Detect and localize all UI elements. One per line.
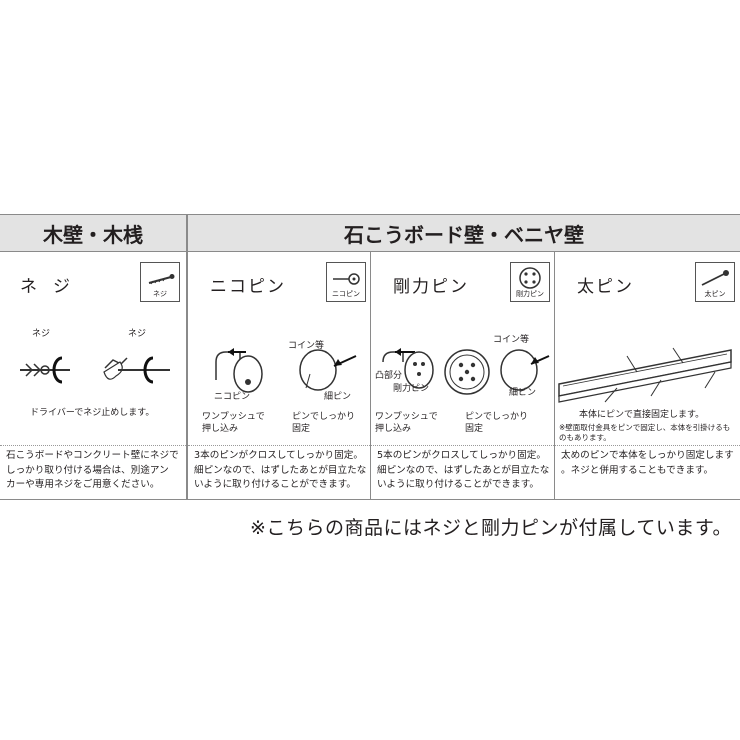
desc-line: 5本のピンがクロスしてしっかり固定。 bbox=[377, 450, 546, 461]
subnote-line: ※壁面取付金具をピンで固定し、本体を引掛けるも bbox=[559, 423, 731, 432]
header-gypsum-wall: 石こうボード壁・ベニヤ壁 bbox=[188, 215, 740, 252]
nicopin-caption-left: ワンプッシュで 押し込み bbox=[202, 411, 265, 435]
gouriki-caption-right: ピンでしっかり 固定 bbox=[465, 411, 528, 435]
nicopin-caption-right: ピンでしっかり 固定 bbox=[292, 411, 355, 435]
thick-pin-illustration bbox=[558, 347, 732, 403]
label-screw-left: ネジ bbox=[32, 329, 51, 339]
screw-icon-box: ネジ bbox=[140, 262, 180, 302]
label-thin-pin: 細ピン bbox=[509, 388, 537, 398]
label-coin: コイン等 bbox=[493, 335, 530, 345]
caption-line: ワンプッシュで bbox=[375, 412, 438, 422]
screw-icon bbox=[148, 274, 175, 285]
thickpin-caption: 本体にピンで直接固定します。 bbox=[579, 410, 705, 420]
screw-description: 石こうボードやコンクリート壁にネジで しっかり取り付ける場合は、別途アン カーや… bbox=[6, 449, 182, 493]
label-gouriki-pin: 剛力ピン bbox=[393, 384, 430, 394]
column-screw: ネジ ネジ ネジ ネジ ドライバーでネジ止めします。 石こうボードやコ bbox=[0, 252, 188, 499]
column-gouriki-pin: 剛力ピン 剛力ピン bbox=[371, 252, 555, 499]
label-screw-right: ネジ bbox=[128, 329, 147, 339]
desc-line: 太めのピンで本体をしっかり固定します bbox=[561, 450, 734, 461]
nicopin-illustration bbox=[215, 348, 357, 393]
label-thin-pin: 細ピン bbox=[324, 392, 352, 402]
desc-line: しっかり取り付ける場合は、別途アン bbox=[6, 464, 169, 476]
desc-line: 細ピンなので、はずしたあとが目立たな bbox=[377, 464, 550, 476]
icon-caption: ネジ bbox=[153, 290, 167, 298]
label-nicopin: ニコピン bbox=[214, 392, 251, 402]
nicopin-description: 3本のピンがクロスしてしっかり固定。 細ピンなので、はずしたあとが目立たな いよ… bbox=[194, 449, 370, 493]
desc-line: いように取り付けることができます。 bbox=[194, 479, 356, 490]
thickpin-description: 太めのピンで本体をしっかり固定します 。ネジと併用することもできます。 bbox=[561, 449, 737, 478]
divider bbox=[555, 445, 740, 446]
caption-line: ピンでしっかり bbox=[292, 412, 356, 422]
caption-line: 固定 bbox=[465, 424, 484, 434]
screw-illustration bbox=[20, 356, 170, 384]
nicopin-icon-box: ニコピン bbox=[326, 262, 366, 302]
icon-caption: 太ピン bbox=[704, 290, 726, 298]
column-thick-pin: 太ピン 太ピン 本体にピンで直接固定します。 ※壁面取付金具をピンで固定し、本体… bbox=[555, 252, 740, 499]
icon-caption: ニコピン bbox=[332, 290, 360, 298]
mounting-method-table: 木壁・木桟 石こうボード壁・ベニヤ壁 ネジ ネジ ネジ ネジ ドライバーでネ bbox=[0, 214, 740, 500]
column-title: ネジ bbox=[20, 277, 86, 297]
divider bbox=[188, 445, 370, 446]
desc-line: 3本のピンがクロスしてしっかり固定。 bbox=[194, 450, 363, 461]
thickpin-subnote: ※壁面取付金具をピンで固定し、本体を引掛けるも のもあります。 bbox=[559, 423, 730, 443]
screw-caption: ドライバーでネジ止めします。 bbox=[30, 408, 155, 418]
caption-line: 固定 bbox=[292, 424, 311, 434]
column-title: ニコピン bbox=[210, 277, 286, 297]
desc-line: 細ピンなので、はずしたあとが目立たな bbox=[194, 464, 367, 476]
divider bbox=[0, 445, 186, 446]
footer-note: ※こちらの商品にはネジと剛力ピンが付属しています。 bbox=[250, 517, 732, 539]
caption-line: ピンでしっかり bbox=[465, 412, 529, 422]
column-title: 太ピン bbox=[577, 277, 634, 297]
desc-line: 。ネジと併用することもできます。 bbox=[561, 464, 714, 476]
divider bbox=[371, 445, 554, 446]
gouriki-illustration bbox=[382, 348, 550, 395]
gouriki-icon-box: 剛力ピン bbox=[510, 262, 550, 302]
gouriki-caption-left: ワンプッシュで 押し込み bbox=[375, 411, 438, 435]
gouriki-pin-icon bbox=[519, 267, 541, 289]
caption-line: ワンプッシュで bbox=[202, 412, 265, 422]
label-coin: コイン等 bbox=[288, 341, 325, 351]
nicopin-icon bbox=[333, 273, 360, 285]
column-nicopin: ニコピン ニコピン コイン等 ニコピン 細ピン ワンプッシュで 押し bbox=[188, 252, 371, 499]
gouriki-description: 5本のピンがクロスしてしっかり固定。 細ピンなので、はずしたあとが目立たな いよ… bbox=[377, 449, 553, 493]
caption-line: 押し込み bbox=[202, 424, 239, 434]
column-title: 剛力ピン bbox=[393, 277, 469, 297]
desc-line: いように取り付けることができます。 bbox=[377, 479, 539, 490]
desc-line: 石こうボードやコンクリート壁にネジで bbox=[6, 450, 179, 461]
label-convex-part: 凸部分 bbox=[375, 371, 403, 381]
caption-line: 押し込み bbox=[375, 424, 412, 434]
header-wood-wall: 木壁・木桟 bbox=[0, 215, 188, 252]
icon-caption: 剛力ピン bbox=[516, 290, 544, 298]
desc-line: カーや専用ネジをご用意ください。 bbox=[6, 479, 160, 490]
thick-pin-icon bbox=[701, 270, 729, 286]
subnote-line: のもあります。 bbox=[559, 433, 611, 442]
thickpin-icon-box: 太ピン bbox=[695, 262, 735, 302]
